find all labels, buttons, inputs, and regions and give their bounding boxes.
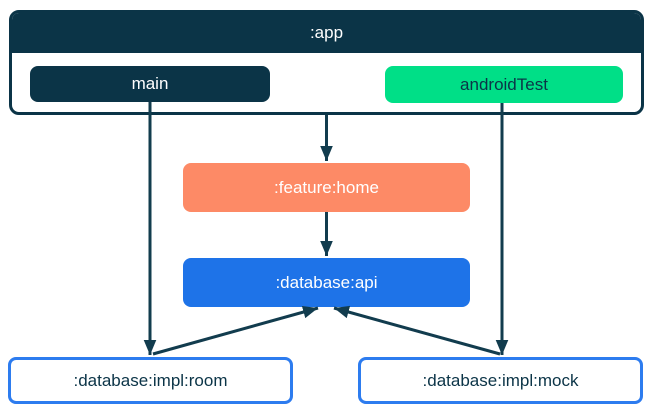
node-android-test: androidTest — [385, 66, 623, 103]
node-database-api-label: :database:api — [275, 272, 378, 292]
edge-database-impl-mock-to-database-api — [333, 305, 501, 356]
node-app: :app main androidTest — [9, 10, 644, 115]
node-app-label: :app — [309, 23, 344, 42]
node-android-test-label: androidTest — [460, 74, 548, 94]
node-database-impl-room: :database:impl:room — [8, 357, 293, 404]
node-app-header: :app — [12, 13, 641, 53]
node-database-impl-room-label: :database:impl:room — [73, 370, 228, 390]
node-main-label: main — [131, 74, 169, 93]
node-main: main — [30, 66, 270, 102]
node-feature-home-label: :feature:home — [274, 177, 379, 197]
node-database-api: :database:api — [183, 258, 470, 307]
edge-database-impl-room-to-database-api — [152, 305, 319, 356]
node-database-impl-mock: :database:impl:mock — [358, 357, 643, 404]
node-database-impl-mock-label: :database:impl:mock — [422, 370, 579, 390]
node-feature-home: :feature:home — [183, 163, 470, 212]
